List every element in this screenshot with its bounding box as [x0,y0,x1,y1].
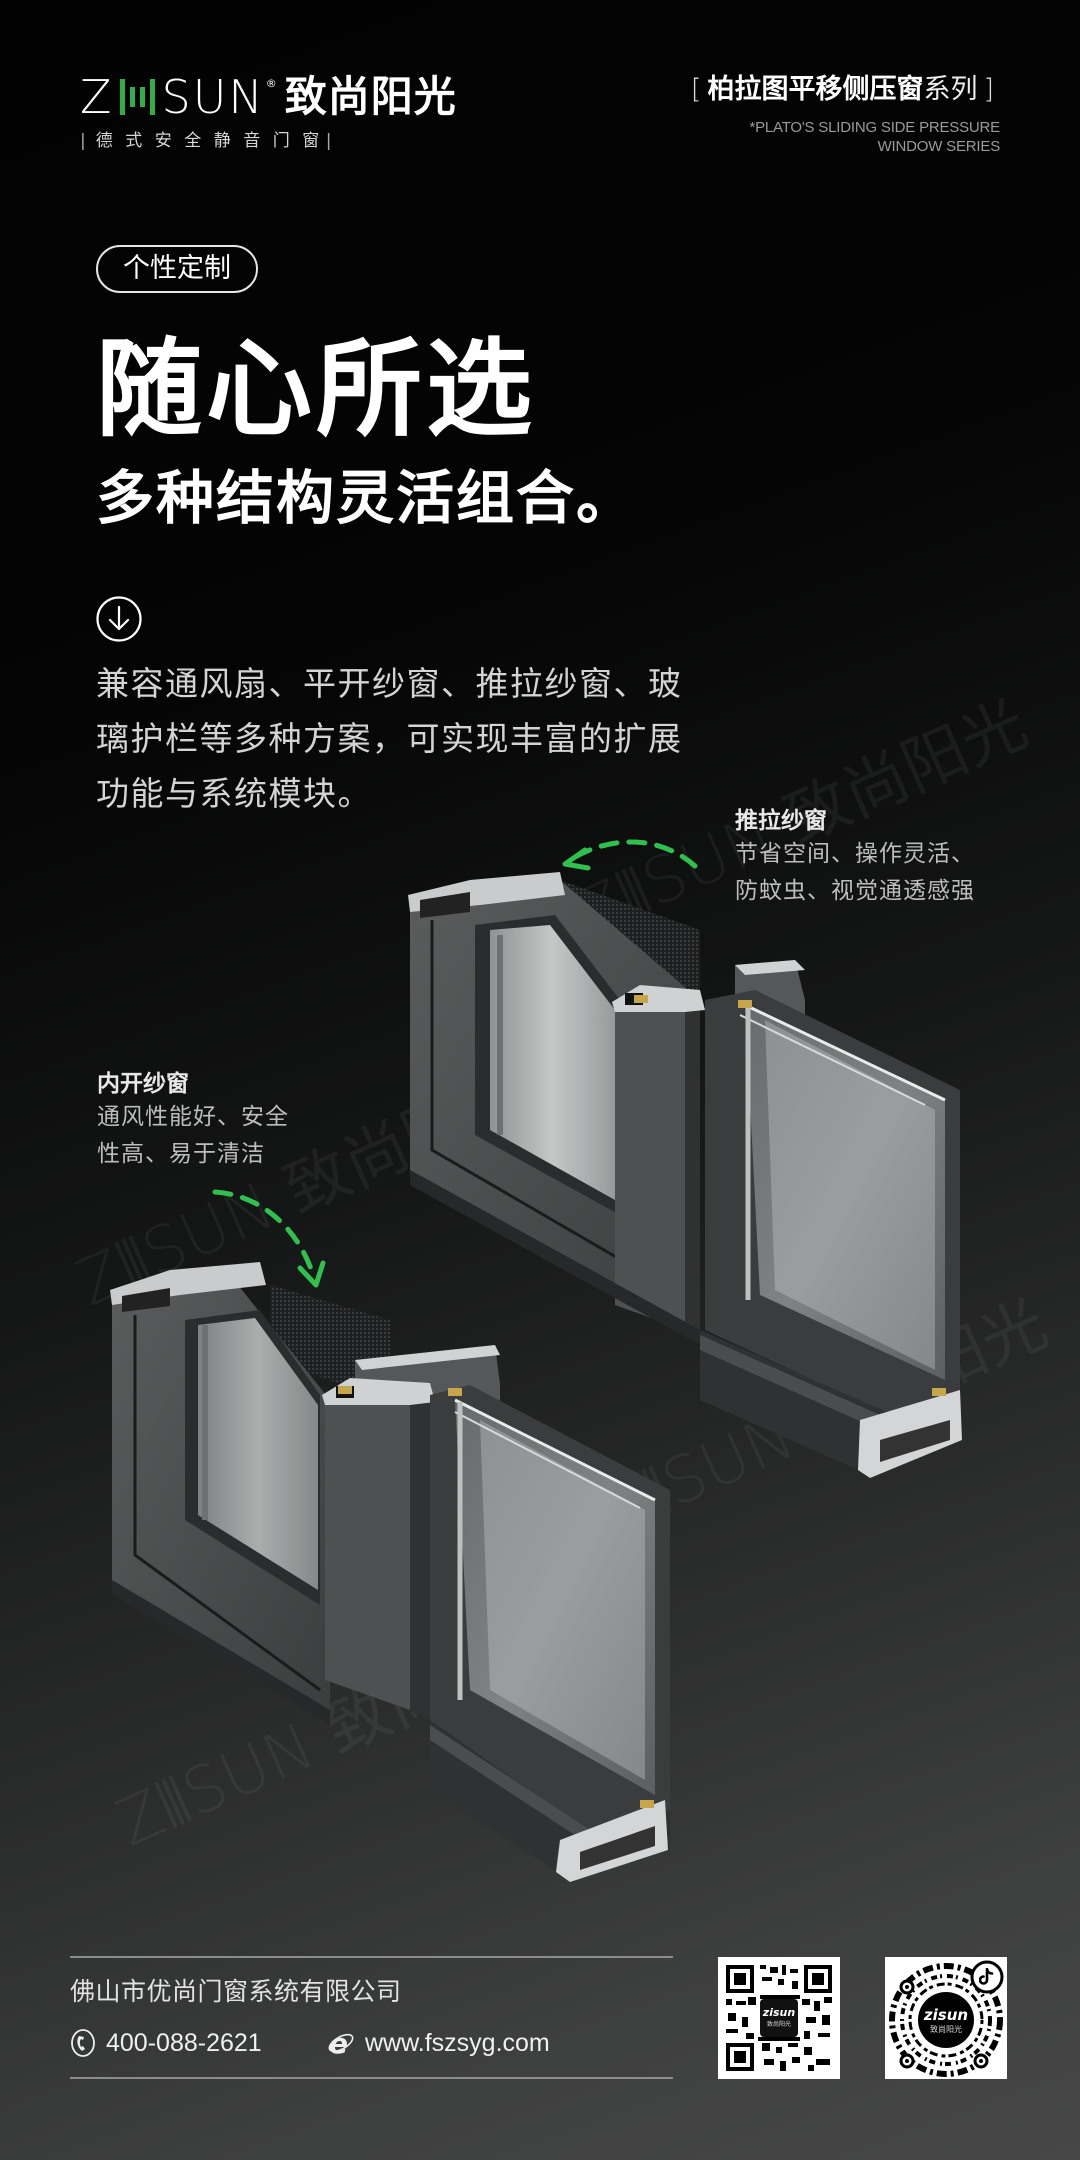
logo-z: Z [80,70,114,124]
description: 兼容通风扇、平开纱窗、推拉纱窗、玻 璃护栏等多种方案，可实现丰富的扩展 功能与系… [96,664,683,813]
douyin-qr-code: zisun 致尚阳光 [885,1957,1007,2079]
wechat-qr-code: zisun 致尚阳光 [718,1957,840,2079]
lower-window [110,1262,670,1882]
tag-pill: 个性定制 [96,245,258,293]
footer-divider-bottom [70,2077,673,2079]
annotation-sliding-screen: 推拉纱窗 节省空间、操作灵活、 防蚊虫、视觉通透感强 [735,808,975,904]
series-english-title: *PLATO'S SLIDING SIDE PRESSURE WINDOW SE… [749,119,1000,155]
green-arrow-inward [212,1189,326,1288]
hero-subtitle: 多种结构灵活组合。 [96,464,637,532]
registered-mark: ® [265,76,277,90]
douyin-icon [979,1968,994,1985]
phone-icon [71,2029,95,2057]
series-title: [柏拉图平移侧压窗系列] [690,74,994,105]
website-link[interactable]: e www.fszsyg.com [327,2024,550,2062]
annotation-title: 推拉纱窗 [735,808,827,834]
upper-window [408,872,962,1478]
logo-sound-bars-icon [119,79,155,115]
phone-contact[interactable]: 400-088-2621 [70,2024,262,2062]
logo-sun: SUN [161,70,265,124]
logo-chinese-name: 致尚阳光 [284,72,457,121]
qr-center-logo: zisun [762,2006,796,2019]
brand-tagline: |德式安全静音门窗| [80,131,332,151]
ie-browser-icon: e [328,2028,354,2058]
douyin-code-pattern [885,1957,1007,2079]
qr-code-pattern [718,1957,840,2079]
hero-title: 随心所选 [96,328,536,451]
brand-logo: Z SUN ® 致尚阳光 [80,70,457,124]
annotation-inward-screen: 内开纱窗 通风性能好、安全 性高、易于清洁 [97,1071,289,1167]
circle-arrow-down-icon [96,596,142,642]
annotation-title: 内开纱窗 [97,1071,189,1097]
footer-divider-top [70,1956,673,1958]
douyin-center-logo: zisun [923,2006,969,2024]
company-name: 佛山市优尚门窗系统有限公司 [70,1977,402,2006]
green-arrow-sliding [562,839,698,871]
